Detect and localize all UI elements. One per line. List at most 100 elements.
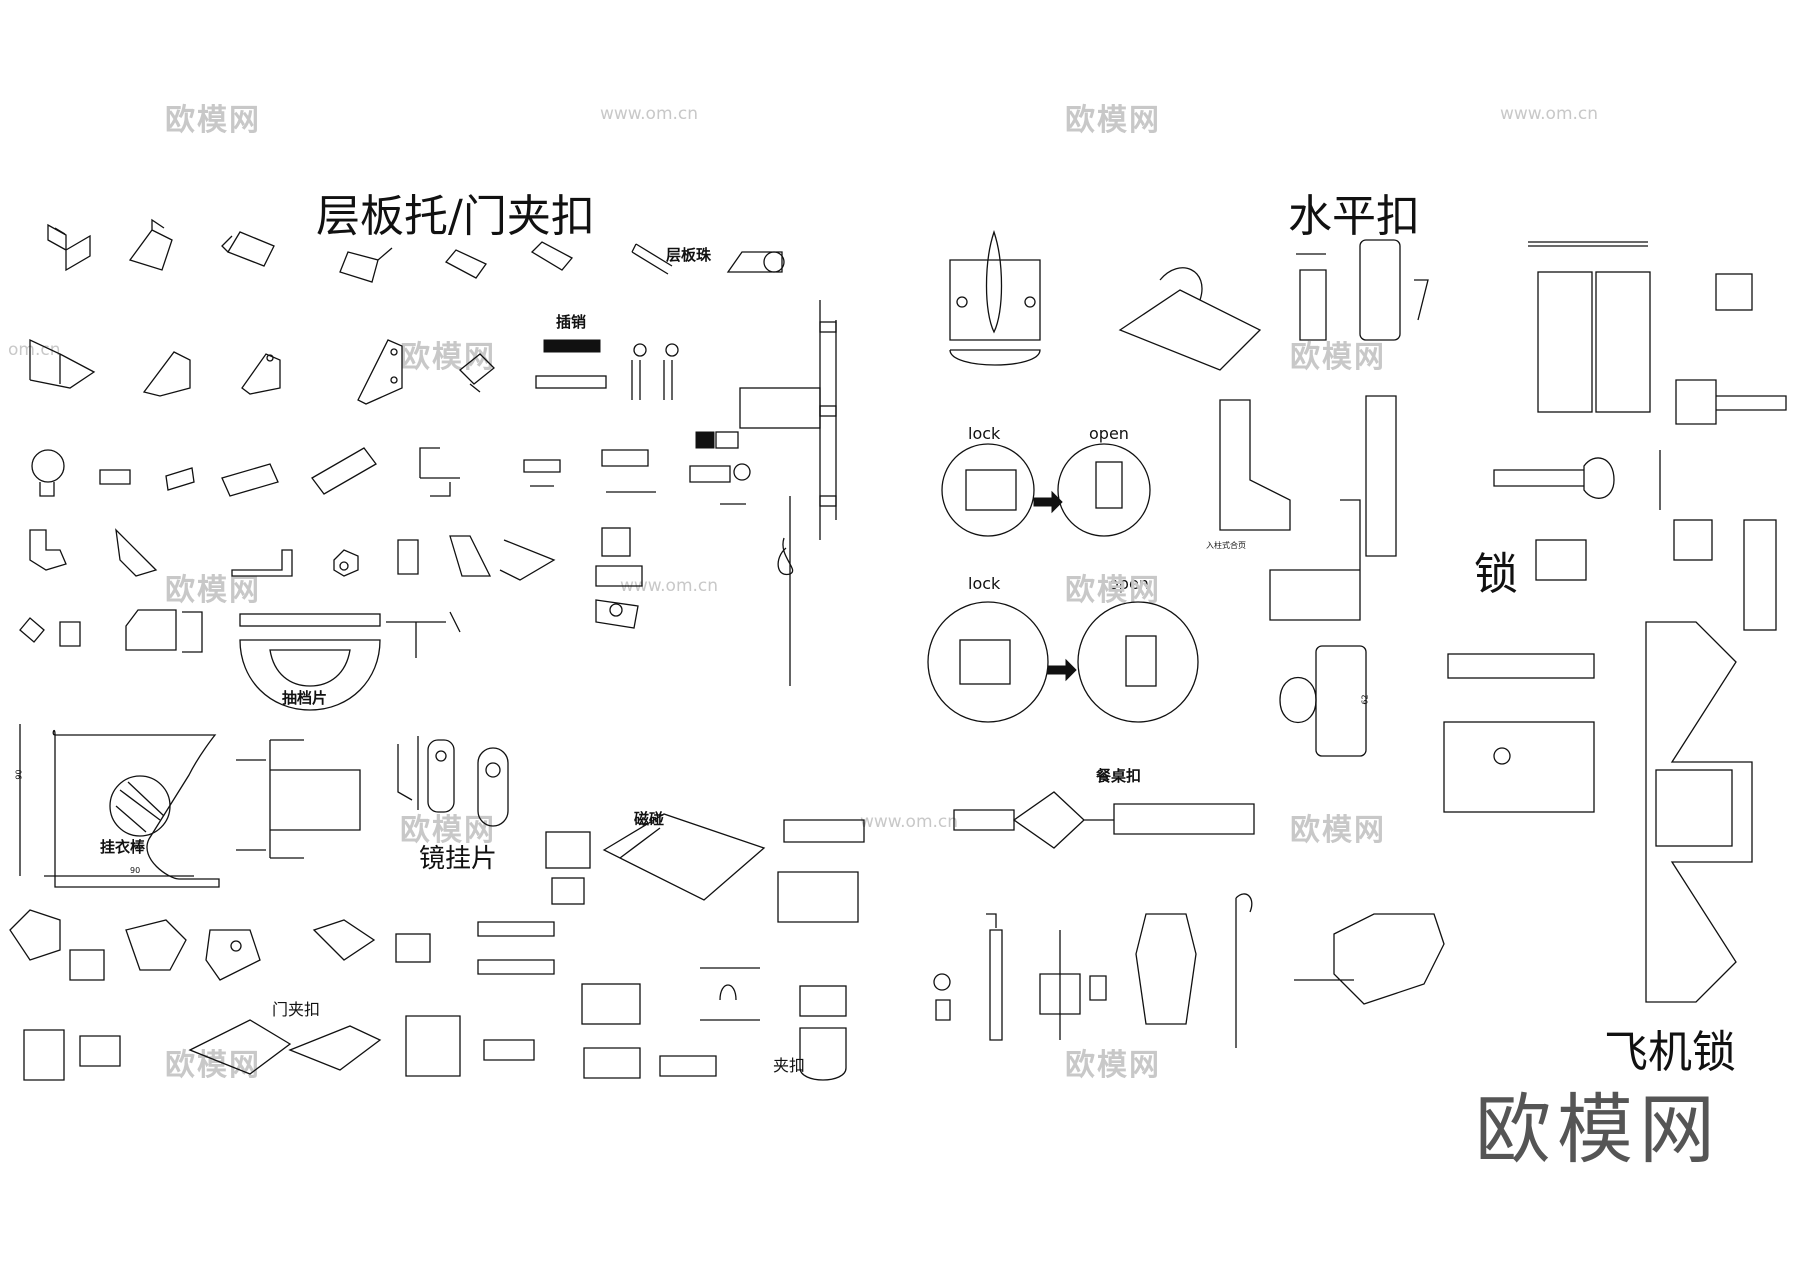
clip-8 xyxy=(700,967,760,1021)
label-lock-1: lock xyxy=(968,424,1001,443)
watermark-url-4: www.om.cn xyxy=(620,576,719,596)
magnetic-catch xyxy=(545,813,865,923)
label-mirror-hanger: 镜挂片 xyxy=(419,844,498,874)
small-lock-1 xyxy=(1715,273,1753,311)
shelf-bracket-3 xyxy=(29,338,96,389)
pin-assembly-1 xyxy=(535,339,607,389)
door-clip-2 xyxy=(125,919,187,971)
label-door-clip: 门夹扣 xyxy=(272,1000,321,1019)
door-clip-1 xyxy=(9,909,105,981)
watermark-brand-4: 欧模网 xyxy=(1290,340,1386,375)
slide-bolt-vertical xyxy=(1743,519,1777,631)
latch-open-1 xyxy=(1057,443,1151,537)
airplane-lock-body xyxy=(1645,621,1753,1003)
watermark-brand-1: 欧模网 xyxy=(165,103,261,138)
small-lock-2 xyxy=(1673,519,1713,561)
shelf-peg-2 xyxy=(165,467,195,491)
shelf-bracket-5 xyxy=(241,353,281,395)
shelf-clip-round xyxy=(31,449,65,497)
mirror-hanger-plates xyxy=(397,736,509,827)
l-bracket-screws xyxy=(397,535,556,581)
pin-screws xyxy=(631,343,679,400)
section-title-lock: 锁 xyxy=(1474,549,1518,600)
shelf-pin-4 xyxy=(530,241,574,271)
shelf-bracket-l-2 xyxy=(128,218,173,271)
watermark-brand-7: 欧模网 xyxy=(400,813,496,848)
cabinet-side-section xyxy=(739,300,837,686)
shelf-peg-1 xyxy=(99,469,131,485)
door-clip-4 xyxy=(312,919,376,961)
key xyxy=(1493,450,1661,510)
latch-lock-1 xyxy=(941,443,1035,537)
arrow-1 xyxy=(1033,490,1063,514)
horizontal-latch-top xyxy=(949,229,1041,366)
hex-nut xyxy=(333,549,359,577)
label-drawer-stop: 抽档片 xyxy=(282,689,328,707)
corner-bracket-2 xyxy=(125,609,203,653)
shelf-pin-3 xyxy=(444,249,487,279)
label-pin: 插销 xyxy=(556,313,587,331)
shelf-clip-stack xyxy=(595,527,643,629)
angle-clip-4 xyxy=(689,431,751,505)
lock-plate-1 xyxy=(1535,539,1587,581)
lock-hinge-pair xyxy=(1528,241,1651,413)
tube-2 xyxy=(311,447,377,495)
watermark-brand-10: 欧模网 xyxy=(1065,1048,1161,1083)
tube-1 xyxy=(221,463,279,497)
shelf-bead xyxy=(631,243,673,275)
angle-clip-1 xyxy=(419,447,460,497)
watermark-brand-2: 欧模网 xyxy=(1065,103,1161,138)
label-bead: 层板珠 xyxy=(666,246,712,264)
hinge-chair xyxy=(1219,395,1397,557)
watermark-brand-9: 欧模网 xyxy=(165,1048,261,1083)
label-magnetic: 磁碰 xyxy=(634,810,665,828)
latch-hook-series xyxy=(933,893,1445,1048)
label-lock-2: lock xyxy=(968,574,1001,593)
latch-open-2 xyxy=(1077,601,1199,723)
label-tiny-note: 入柱式合页 xyxy=(1206,541,1246,550)
angle-clip-3 xyxy=(601,449,656,493)
clip-7 xyxy=(581,983,641,1079)
shelf-rest-flat xyxy=(231,549,293,577)
shelf-pin-5 xyxy=(726,251,785,273)
clip-9 xyxy=(799,985,847,1081)
spring-marker xyxy=(777,537,794,576)
shelf-bracket-l-1 xyxy=(47,223,91,272)
label-open-2: open xyxy=(1109,574,1149,593)
door-clip-3 xyxy=(205,929,261,981)
label-table-latch: 餐桌扣 xyxy=(1096,767,1142,785)
angle-clip-2 xyxy=(523,459,561,487)
bulb-latch xyxy=(1279,645,1367,757)
section-title-airplane-lock: 飞机锁 xyxy=(1604,1027,1736,1078)
drawer-stop-plate xyxy=(239,613,381,711)
table-latch-assembly xyxy=(953,791,1255,849)
t-nail xyxy=(386,611,461,658)
mortise-lock xyxy=(1443,653,1595,813)
catch-strike-plate xyxy=(1296,239,1429,341)
corner-bracket-1 xyxy=(19,617,81,647)
section-title-shelf-support: 层板托/门夹扣 xyxy=(316,191,595,242)
horizontal-latch-iso xyxy=(1118,267,1262,371)
latch-lock-2 xyxy=(927,601,1049,723)
watermark-brand-large: 欧模网 xyxy=(1475,1085,1721,1174)
watermark-url-1: www.om.cn xyxy=(600,104,699,124)
shelf-pin-1 xyxy=(221,231,275,267)
hanger-rod-bracket xyxy=(19,724,361,888)
shelf-bracket-6 xyxy=(357,339,403,405)
wood-section-hinge xyxy=(1269,499,1361,621)
bracket-hook-2 xyxy=(115,528,158,577)
dimension-90-b: 90 xyxy=(130,866,141,875)
label-clip: 夹扣 xyxy=(773,1056,806,1075)
shelf-pin-2 xyxy=(339,247,393,283)
door-clip-5 xyxy=(395,933,431,963)
label-hanger-rod: 挂衣棒 xyxy=(100,838,146,856)
watermark-brand-3: 欧模网 xyxy=(400,340,496,375)
watermark-brand-5: 欧模网 xyxy=(165,573,261,608)
shelf-bracket-4 xyxy=(142,351,191,397)
watermark-brand-8: 欧模网 xyxy=(1290,813,1386,848)
arrow-2 xyxy=(1047,658,1077,682)
label-open-1: open xyxy=(1089,424,1129,443)
door-clip-6 xyxy=(477,921,555,975)
watermark-url-5: www.om.cn xyxy=(860,812,959,832)
